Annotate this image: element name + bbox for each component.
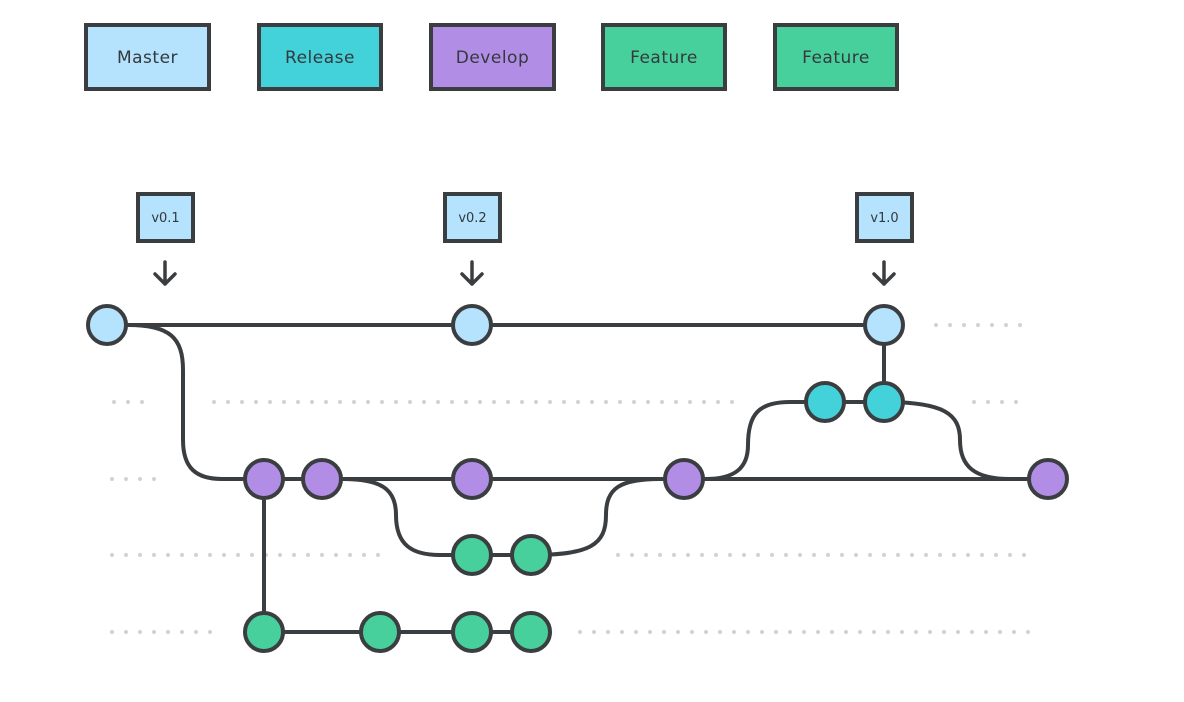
commit-develop-2: [301, 458, 343, 500]
guide-dots: [110, 323, 1032, 634]
commit-develop-1: [243, 458, 285, 500]
commit-master-3: [863, 304, 905, 346]
commit-feature-2-1: [243, 611, 285, 653]
tag-v0-1: v0.1: [136, 192, 195, 286]
arrow-down-icon: [872, 260, 896, 286]
commit-feature-1-2: [510, 534, 552, 576]
legend-label-master: Master: [117, 48, 178, 68]
commit-release-2: [863, 381, 905, 423]
tag-label-v0-1: v0.1: [151, 211, 179, 226]
commits: [86, 304, 1069, 653]
tag-v0-2: v0.2: [443, 192, 502, 286]
commit-feature-2-4: [510, 611, 552, 653]
legend-swatch-feature-2: [773, 23, 899, 91]
legend-item-feature-1: Feature: [601, 23, 727, 91]
legend: Master Release Develop Feature Feature: [84, 23, 899, 91]
tag-box-v0-1: [136, 192, 195, 243]
commit-develop-4: [663, 458, 705, 500]
commit-master-1: [86, 304, 128, 346]
commit-master-2: [451, 304, 493, 346]
commit-feature-1-1: [451, 534, 493, 576]
tag-box-v1-0: [855, 192, 914, 243]
tags: v0.1 v0.2 v1.0: [136, 192, 914, 286]
tag-label-v1-0: v1.0: [870, 211, 898, 226]
commit-develop-3: [451, 458, 493, 500]
commit-release-1: [804, 381, 846, 423]
legend-swatch-feature-1: [601, 23, 727, 91]
commit-develop-5: [1027, 458, 1069, 500]
feature-1-line: [341, 477, 661, 557]
arrow-down-icon: [460, 260, 484, 286]
legend-label-feature-1: Feature: [630, 48, 698, 68]
legend-item-develop: Develop: [429, 23, 556, 91]
release-line: [704, 400, 1011, 481]
arrow-down-icon: [153, 260, 177, 286]
legend-item-master: Master: [84, 23, 211, 91]
legend-swatch-release: [257, 23, 383, 91]
commit-feature-2-3: [451, 611, 493, 653]
tag-box-v0-2: [443, 192, 502, 243]
legend-label-develop: Develop: [456, 48, 529, 68]
tag-v1-0: v1.0: [855, 192, 914, 286]
legend-item-feature-2: Feature: [773, 23, 899, 91]
legend-label-release: Release: [285, 48, 355, 68]
master-to-develop-line: [127, 323, 264, 481]
legend-swatch-master: [84, 23, 211, 91]
legend-label-feature-2: Feature: [802, 48, 870, 68]
legend-swatch-develop: [429, 23, 556, 91]
legend-item-release: Release: [257, 23, 383, 91]
commit-feature-2-2: [359, 611, 401, 653]
tag-label-v0-2: v0.2: [458, 211, 486, 226]
